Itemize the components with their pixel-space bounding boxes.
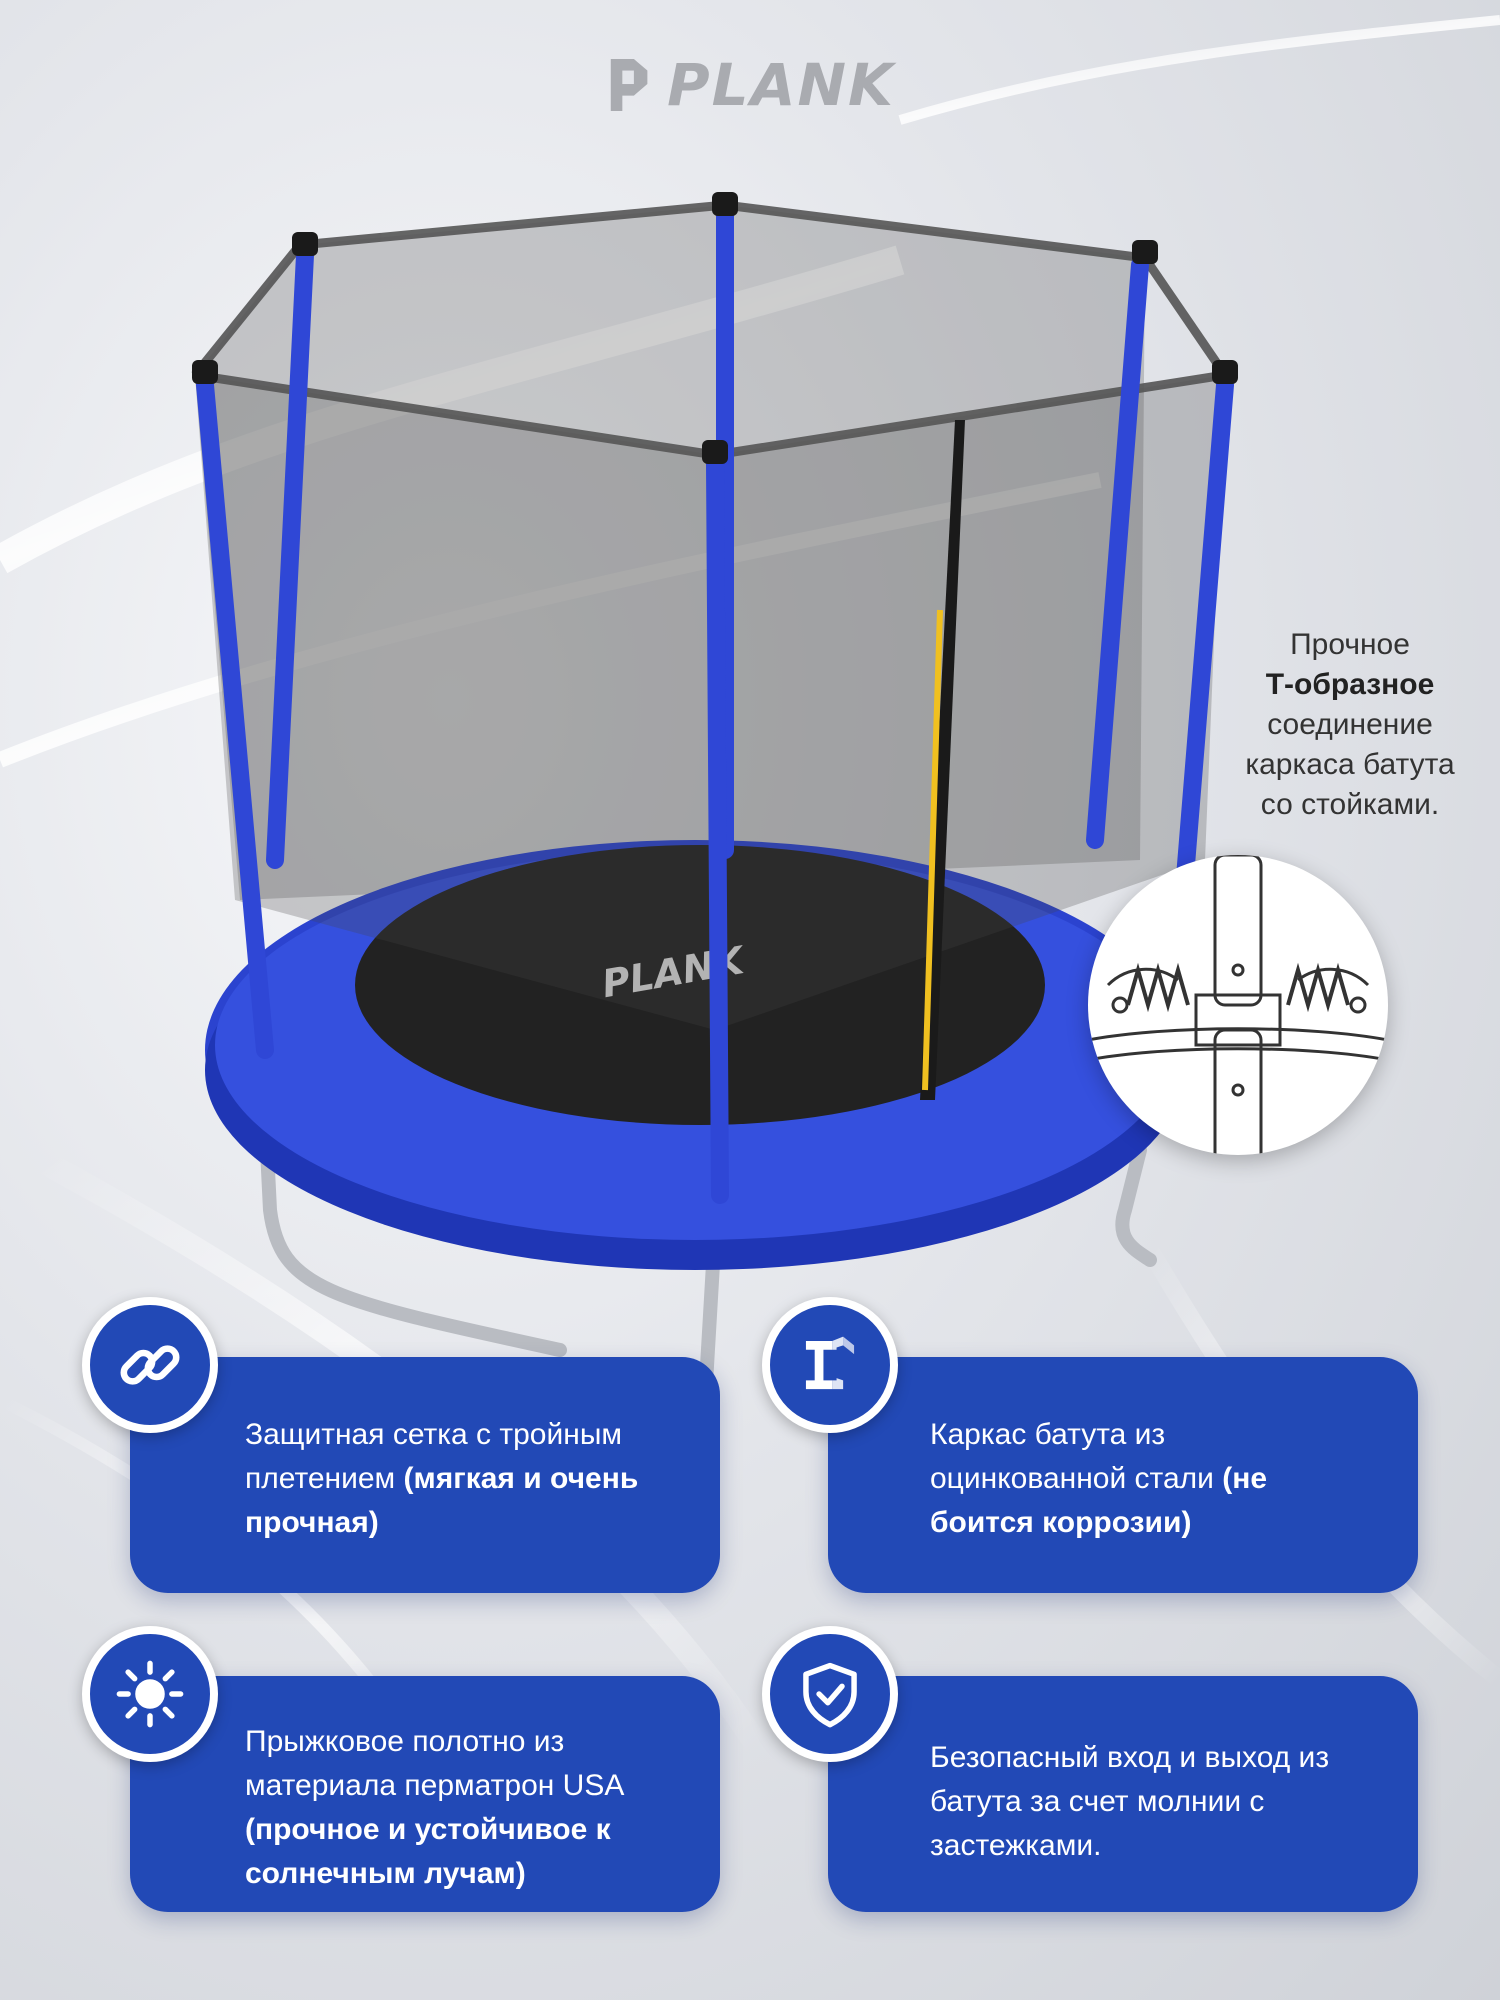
- callout-line-1: Прочное: [1290, 628, 1410, 661]
- feature-text-zipper: Безопасный вход и выход из батута за сче…: [930, 1741, 1330, 1862]
- t-joint-diagram: [1088, 855, 1388, 1155]
- feature-badge-mat: [82, 1626, 218, 1762]
- t-joint-callout: Прочное Т-образное соединение каркаса ба…: [1200, 625, 1500, 825]
- shield-check-icon: [803, 1662, 857, 1728]
- feature-card-frame: Каркас батута из оцинкованной стали (не …: [828, 1357, 1418, 1593]
- callout-line-5: со стойками.: [1260, 788, 1440, 821]
- brand-logo: PLANK: [605, 51, 895, 119]
- plank-logo-icon: [610, 58, 648, 112]
- chain-link-icon: [120, 1345, 180, 1385]
- feature-text-net: Защитная сетка с тройным плетением (мягк…: [245, 1418, 639, 1539]
- callout-line-2: Т-образное: [1265, 668, 1435, 701]
- callout-line-4: каркаса батута: [1245, 748, 1455, 781]
- feature-text-mat: Прыжковое полотно из материала перматрон…: [245, 1725, 623, 1890]
- feature-card-zipper: Безопасный вход и выход из батута за сче…: [828, 1676, 1418, 1912]
- t-joint-detail-inset: [1088, 855, 1388, 1155]
- steel-beam-icon: [805, 1336, 855, 1390]
- sun-icon: [116, 1660, 184, 1728]
- feature-card-mat: Прыжковое полотно из материала перматрон…: [130, 1676, 720, 1912]
- jumping-mat: [355, 845, 1045, 1125]
- enclosure-net-back: [195, 205, 1145, 900]
- callout-line-3: соединение: [1267, 708, 1433, 741]
- feature-text-frame: Каркас батута из оцинкованной стали (не …: [930, 1418, 1268, 1539]
- feature-badge-net: [82, 1297, 218, 1433]
- brand-logo-text: PLANK: [667, 51, 895, 119]
- feature-badge-frame: [762, 1297, 898, 1433]
- feature-badge-zipper: [762, 1626, 898, 1762]
- feature-card-net: Защитная сетка с тройным плетением (мягк…: [130, 1357, 720, 1593]
